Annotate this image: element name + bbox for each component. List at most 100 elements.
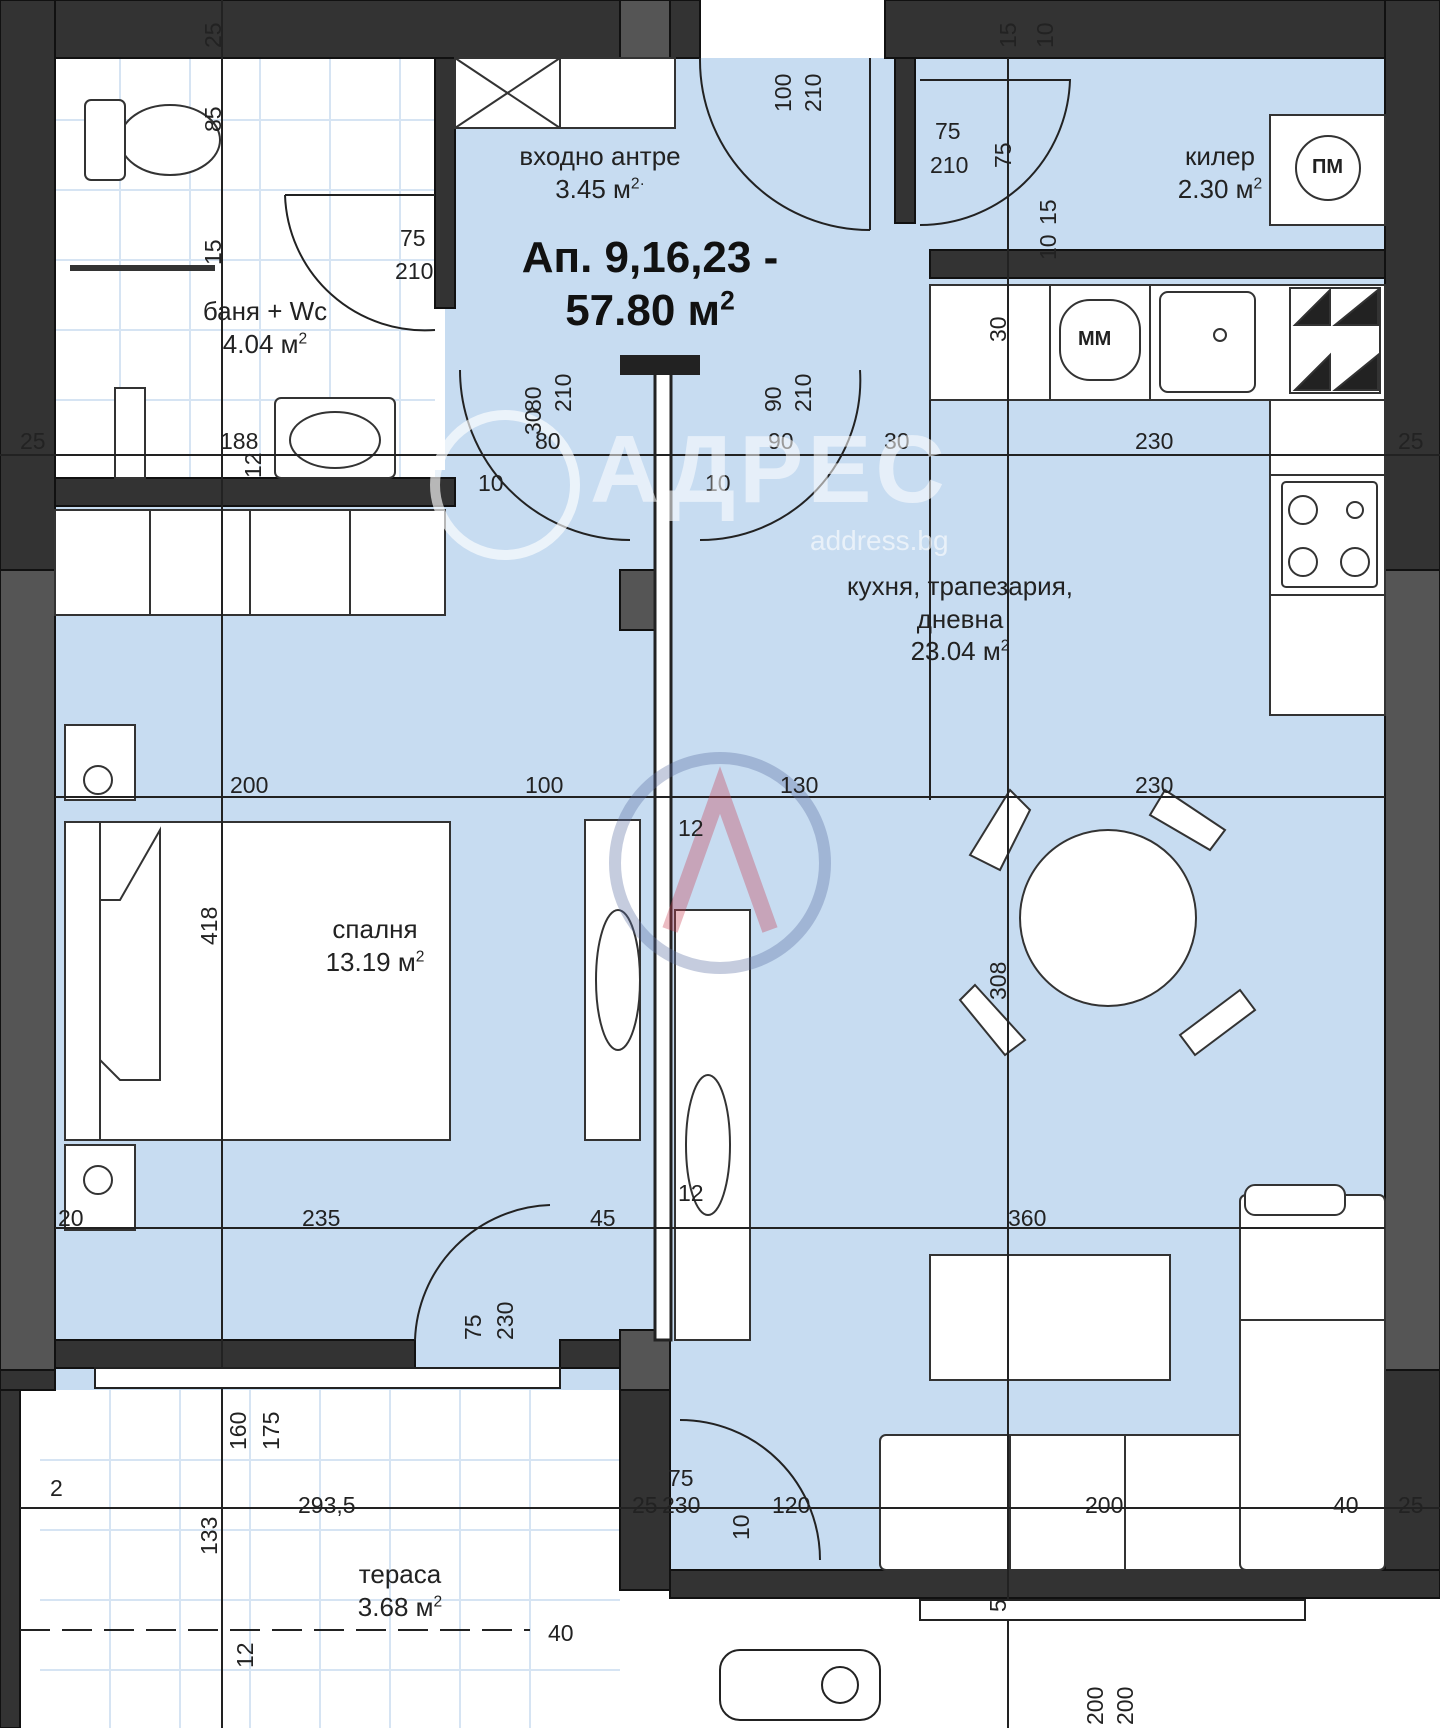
watermark-url: address.bg <box>810 525 949 556</box>
dim-h1-6: 25 <box>1398 428 1424 454</box>
wall-top-right <box>884 0 1440 59</box>
dim-misc-23: 200 <box>1082 1686 1108 1725</box>
dim-misc-16: 160 <box>225 1411 251 1450</box>
dim-misc-21: 5 <box>985 1599 1011 1612</box>
room-bedroom: спалня 13.19 м2 <box>290 913 460 978</box>
dim-h4-6: 25 <box>1398 1492 1424 1518</box>
room-bathroom-area: 4.04 м2 <box>222 328 308 359</box>
bed <box>64 724 451 1231</box>
dim-h1-2: 80 <box>535 428 561 454</box>
dim-h2-3: 230 <box>1135 772 1174 798</box>
dim-h1-5: 230 <box>1135 428 1174 454</box>
dim-h1-3: 90 <box>768 428 794 454</box>
door-label-bedroom-w: 80 <box>520 386 546 412</box>
wall-bath-right <box>434 57 456 309</box>
room-living: кухня, трапезария, дневна 23.04 м2 <box>800 570 1120 668</box>
storage-meter-label: ПМ <box>1312 156 1344 178</box>
dim-h1-4: 30 <box>884 428 910 454</box>
hatched-pillars <box>0 0 1440 1391</box>
room-storage-name: килер <box>1185 141 1255 171</box>
doors <box>284 57 1072 1561</box>
wall-bottom-bed <box>54 1339 416 1369</box>
dim-misc-18: 133 <box>196 1516 222 1555</box>
dim-h1-1: 188 <box>220 428 259 454</box>
dim-h4-5: 40 <box>1333 1492 1359 1518</box>
room-living-name1: кухня, трапезария, <box>846 571 1073 601</box>
dim-misc-20: 40 <box>548 1620 574 1646</box>
dim-misc-19: 12 <box>232 1642 258 1668</box>
door-label-living-h: 210 <box>790 373 816 412</box>
door-label-bath-h: 210 <box>395 258 434 284</box>
apartment-title-line2: 57.80 м2 <box>565 285 735 335</box>
dim-misc-7: 10 <box>1035 234 1061 260</box>
dim-misc-17: 175 <box>258 1411 284 1450</box>
door-living <box>699 369 862 542</box>
dim-h1-0: 25 <box>20 428 46 454</box>
dim-h3-1: 235 <box>302 1205 341 1231</box>
dim-h2-0: 200 <box>230 772 269 798</box>
coffee-table <box>929 1254 1171 1381</box>
room-storage-area: 2.30 м2 <box>1177 173 1263 204</box>
room-entrance: входно антре 3.45 м2· <box>470 140 730 205</box>
dim-misc-1: 10 <box>1032 22 1058 48</box>
door-label-entrance-h: 210 <box>800 73 826 112</box>
wardrobe <box>54 509 446 616</box>
room-entrance-name: входно антре <box>519 141 681 171</box>
dim-misc-3: 15 <box>995 22 1021 48</box>
room-terrace: тераса 3.68 м2 <box>330 1558 470 1623</box>
dim-h2-1: 100 <box>525 772 564 798</box>
dim-h2-2: 130 <box>780 772 819 798</box>
dim-misc-8: 30 <box>985 316 1011 342</box>
apartment-title: Ап. 9,16,23 - 57.80 м2 <box>470 232 830 338</box>
wall-top-left <box>0 0 701 59</box>
wall-bottom-right <box>669 1569 1440 1599</box>
watermark-logo <box>430 410 831 974</box>
dim-misc-14: 12 <box>678 815 704 841</box>
dim-h4-1: 293,5 <box>298 1492 356 1518</box>
room-storage: килер 2.30 м2 <box>1140 140 1300 205</box>
door-label-storage-w: 75 <box>935 118 961 144</box>
dim-misc-0: 25 <box>200 22 226 48</box>
dim-misc-6: 15 <box>200 239 226 265</box>
watermark-brand: АДРЕС <box>590 416 949 523</box>
dim-h3-2: 45 <box>590 1205 616 1231</box>
door-bath <box>284 194 436 332</box>
door-living-terrace <box>679 1419 821 1561</box>
entry-cabinets <box>454 57 676 129</box>
door-label-bedroom-h: 210 <box>550 373 576 412</box>
wall-entry-right <box>894 57 916 224</box>
room-bedroom-name: спалня <box>332 914 418 944</box>
room-living-area: 23.04 м2 <box>910 636 1010 666</box>
dishwasher-label: ММ <box>1078 328 1112 350</box>
door-label-storage-h: 210 <box>930 152 969 178</box>
terrace-railing <box>94 1367 1306 1721</box>
door-label-terrace2-h: 230 <box>662 1492 701 1518</box>
dim-misc-15: 12 <box>678 1180 704 1206</box>
dim-misc-10: 10 <box>478 470 504 496</box>
room-terrace-area: 3.68 м2 <box>357 1591 443 1622</box>
room-living-name2: дневна <box>916 603 1004 634</box>
door-label-bath-w: 75 <box>400 225 426 251</box>
door-bedroom <box>459 369 631 541</box>
entry-partition <box>620 355 700 375</box>
door-label-terrace2-w: 75 <box>668 1465 694 1491</box>
apartment-title-line1: Ап. 9,16,23 - <box>521 233 779 282</box>
door-label-entrance-w: 100 <box>770 73 796 112</box>
door-storage <box>919 79 1072 226</box>
dim-misc-2: 85 <box>200 106 226 132</box>
terrace-tile-grid <box>40 1390 620 1728</box>
wall-bath-bottom <box>54 477 456 507</box>
dim-misc-11: 10 <box>705 470 731 496</box>
dim-misc-22: 10 <box>728 1514 754 1540</box>
dim-h4-2: 25 <box>632 1492 658 1518</box>
dim-h3-3: 360 <box>1008 1205 1047 1231</box>
dishwasher <box>1059 299 1141 381</box>
tv-units <box>584 819 751 1341</box>
door-entrance <box>698 57 871 231</box>
door-label-terrace1-w: 75 <box>460 1314 486 1340</box>
sofa <box>879 1184 1386 1571</box>
dim-h4-4: 200 <box>1085 1492 1124 1518</box>
room-entrance-area: 3.45 м2· <box>555 173 645 204</box>
